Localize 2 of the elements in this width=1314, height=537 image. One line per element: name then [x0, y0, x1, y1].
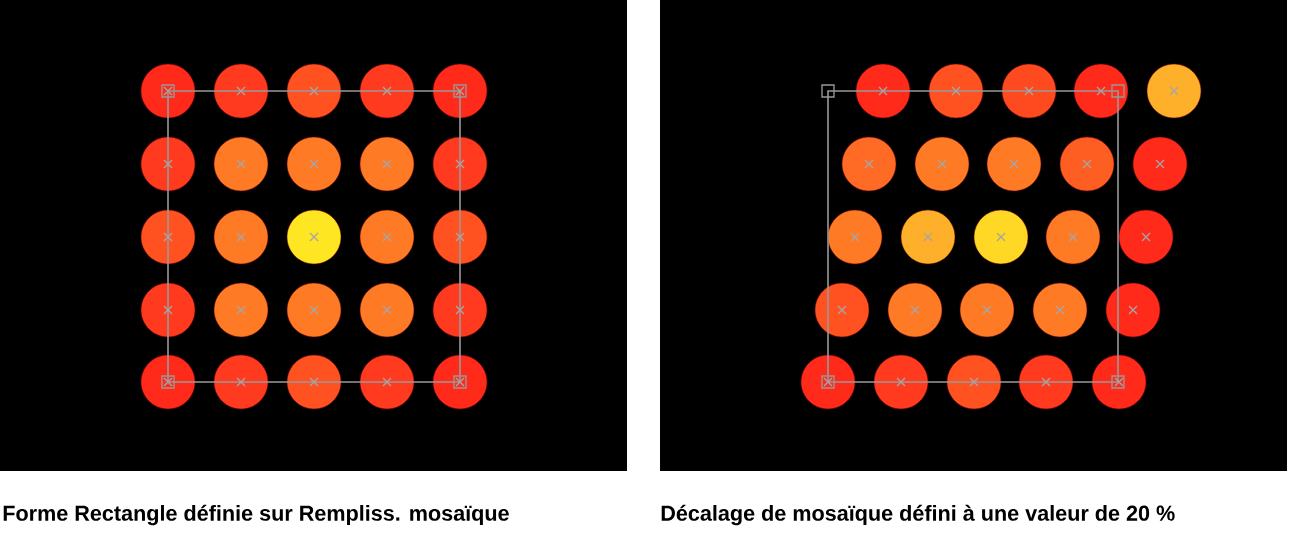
caption-text: Décalage de mosaïque défini à une valeur de 20 % — [661, 504, 1175, 526]
caption-text: Forme Rectangle définie sur Rempliss. mosaïque — [3, 504, 509, 526]
